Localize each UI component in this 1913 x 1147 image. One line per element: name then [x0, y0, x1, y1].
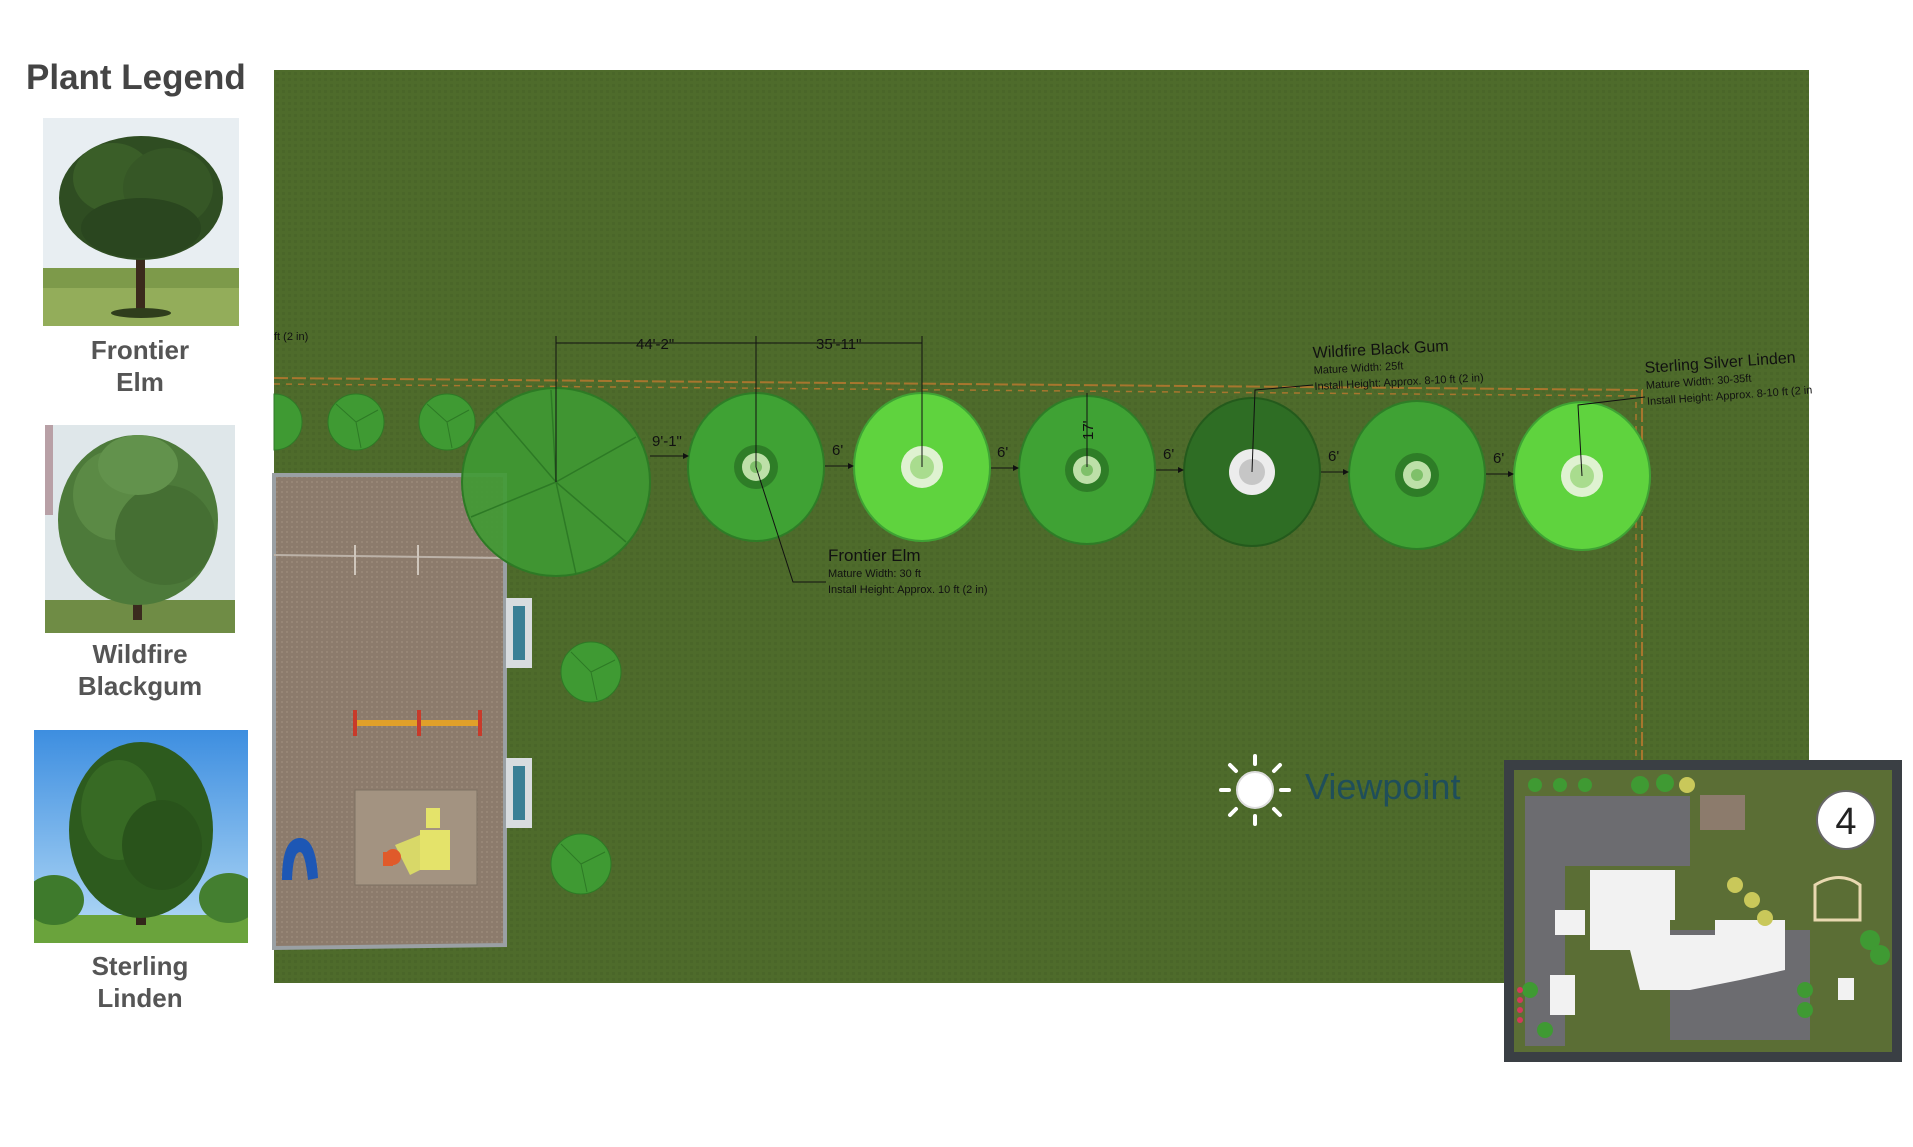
bench-seat	[513, 606, 525, 660]
dimension-labels: 44'-2" 35'-11" 9'-1" 6' 6' 6' 6' 6' 17' …	[274, 331, 1504, 467]
dim-6-c: 6'	[1163, 446, 1174, 463]
dim-44-2: 44'-2"	[636, 336, 674, 353]
legend-label-line2: Elm	[116, 367, 164, 397]
dimension-lines	[555, 336, 1514, 482]
dim-6-e: 6'	[1493, 450, 1504, 467]
viewpoint-label: Viewpoint	[1305, 766, 1460, 807]
callout-height: Install Height: Approx. 10 ft (2 in)	[828, 584, 988, 596]
legend-label-line1: Frontier	[90, 335, 190, 365]
tree-elm-3	[1348, 400, 1486, 550]
property-line	[273, 377, 1643, 760]
viewpoint-marker	[1219, 754, 1291, 826]
dim-9-1: 9'-1"	[652, 433, 682, 450]
small-tree	[560, 641, 622, 703]
dim-6-b: 6'	[997, 444, 1008, 461]
callout-width: Mature Width: 30 ft	[828, 568, 921, 580]
legend-title: Plant Legend	[26, 58, 246, 97]
edge-note: ft (2 in)	[274, 331, 308, 343]
small-tree	[327, 393, 385, 451]
play-structure	[354, 789, 478, 886]
tree-elm-2	[1018, 395, 1156, 545]
bench-seat	[513, 766, 525, 820]
legend-label-frontier-elm: Frontier Elm	[40, 334, 240, 398]
dim-17: 17'	[1080, 420, 1097, 440]
legend-label-line1: Wildfire	[92, 639, 188, 669]
sun-icon	[1219, 754, 1291, 826]
legend-label-sterling-linden: Sterling Linden	[40, 950, 240, 1014]
callout-leader-gum	[1251, 384, 1314, 473]
legend-label-line1: Sterling	[91, 951, 189, 981]
callout-frontier-elm: Frontier Elm Mature Width: 30 ft Install…	[755, 466, 988, 596]
existing-trees	[273, 393, 622, 895]
legend-label-line2: Blackgum	[77, 671, 203, 701]
frontier-elm-photo	[43, 118, 239, 326]
dim-35-11: 35'-11"	[816, 336, 861, 353]
callout-title: Frontier Elm	[828, 546, 921, 565]
sterling-linden-photo	[34, 730, 248, 943]
callout-width: Mature Width: 25ft	[1313, 360, 1403, 377]
small-tree	[273, 393, 303, 451]
dim-6-d: 6'	[1328, 448, 1339, 465]
callout-leader-linden	[1577, 396, 1646, 477]
legend-label-line2: Linden	[97, 983, 183, 1013]
playground-area	[272, 473, 532, 951]
key-map-inset: 4	[1504, 760, 1902, 1062]
inset-number: 4	[1835, 801, 1856, 843]
legend-label-wildfire-blackgum: Wildfire Blackgum	[40, 638, 240, 702]
dim-6-a: 6'	[832, 442, 843, 459]
balance-beam	[353, 710, 482, 736]
small-tree	[418, 393, 476, 451]
blue-tunnel	[282, 838, 318, 880]
wildfire-blackgum-photo	[45, 425, 235, 633]
small-tree	[550, 833, 612, 895]
